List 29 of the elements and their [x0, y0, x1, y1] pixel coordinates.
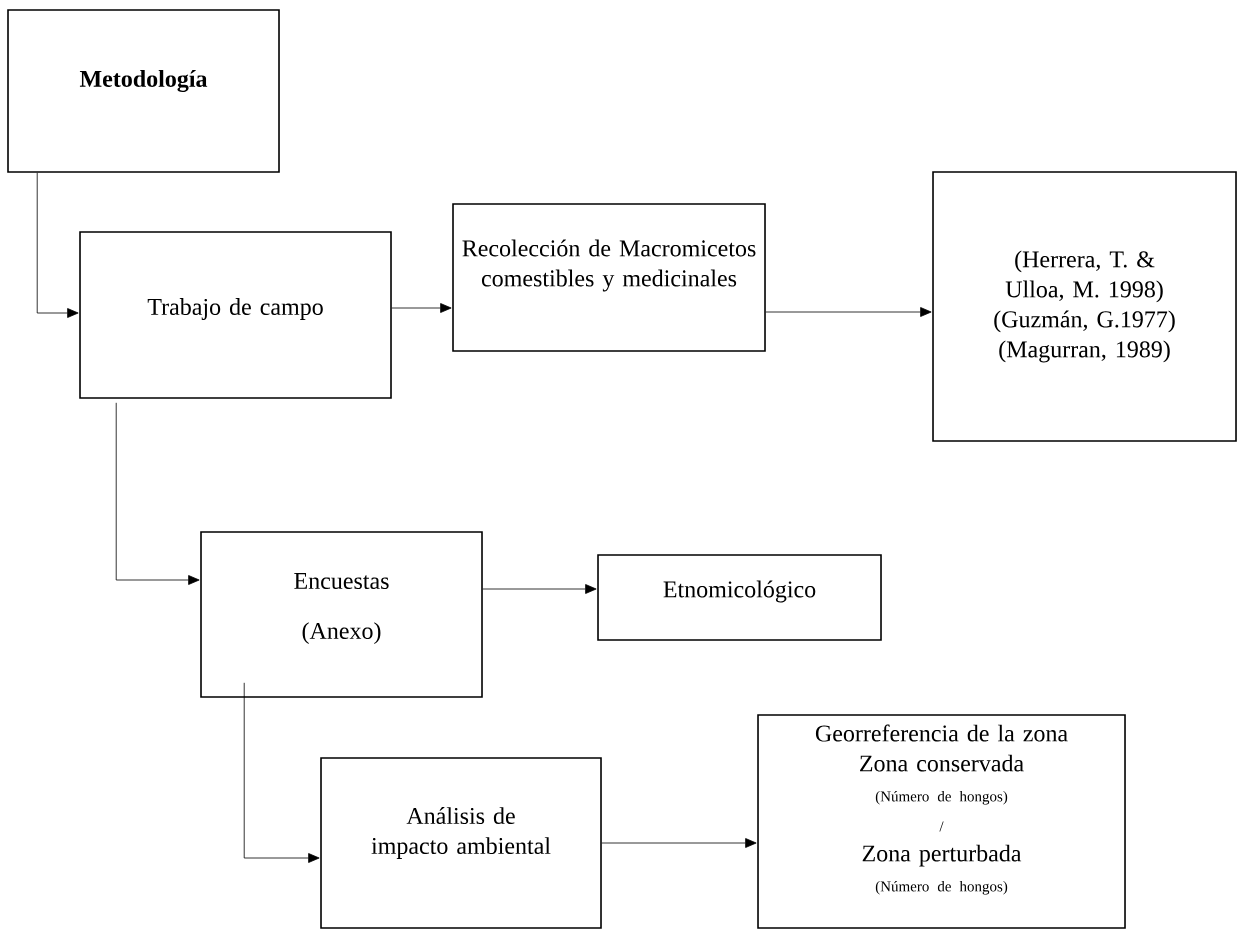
box-text: Georreferencia de la zona Zona conservada (Número de hongos) / Zona perturbada (Número de hongos)	[815, 724, 1068, 895]
node-label: Zona conservada	[860, 754, 1024, 772]
process-box	[757, 714, 1126, 929]
arrow	[391, 303, 452, 313]
node-label: Zona perturbada	[862, 844, 1022, 867]
arrow	[601, 838, 757, 848]
node-label: Georreferencia de la zona	[815, 724, 1068, 742]
arrow	[765, 307, 932, 317]
node-label: /	[939, 821, 944, 832]
arrow	[36, 172, 79, 318]
box-text: (Herrera, T. & Ulloa, M. 1998) (Guzmán, G.1977) (Magurran, 1989)	[994, 250, 1175, 363]
box-text: Análisis de impacto ambiental	[371, 807, 551, 859]
process-box	[200, 531, 483, 698]
process-box	[932, 171, 1237, 442]
process-box	[452, 203, 766, 352]
node-label: (Número de hongos)	[875, 880, 1008, 895]
box-text: Recolección de Macromicetos comestibles y medicinales	[462, 239, 756, 292]
process-box	[597, 554, 882, 641]
process-box	[320, 757, 602, 929]
box-text: Metodología	[79, 70, 208, 92]
box-text: Trabajo de campo	[147, 298, 323, 320]
process-box	[79, 231, 392, 399]
arrow	[243, 682, 320, 863]
node-label: (Número de hongos)	[875, 790, 1008, 805]
box-text: Etnomicológico	[663, 580, 816, 603]
arrow	[482, 584, 597, 594]
arrow	[115, 402, 200, 585]
process-box	[7, 9, 280, 173]
box-text: Encuestas (Anexo)	[294, 573, 389, 644]
